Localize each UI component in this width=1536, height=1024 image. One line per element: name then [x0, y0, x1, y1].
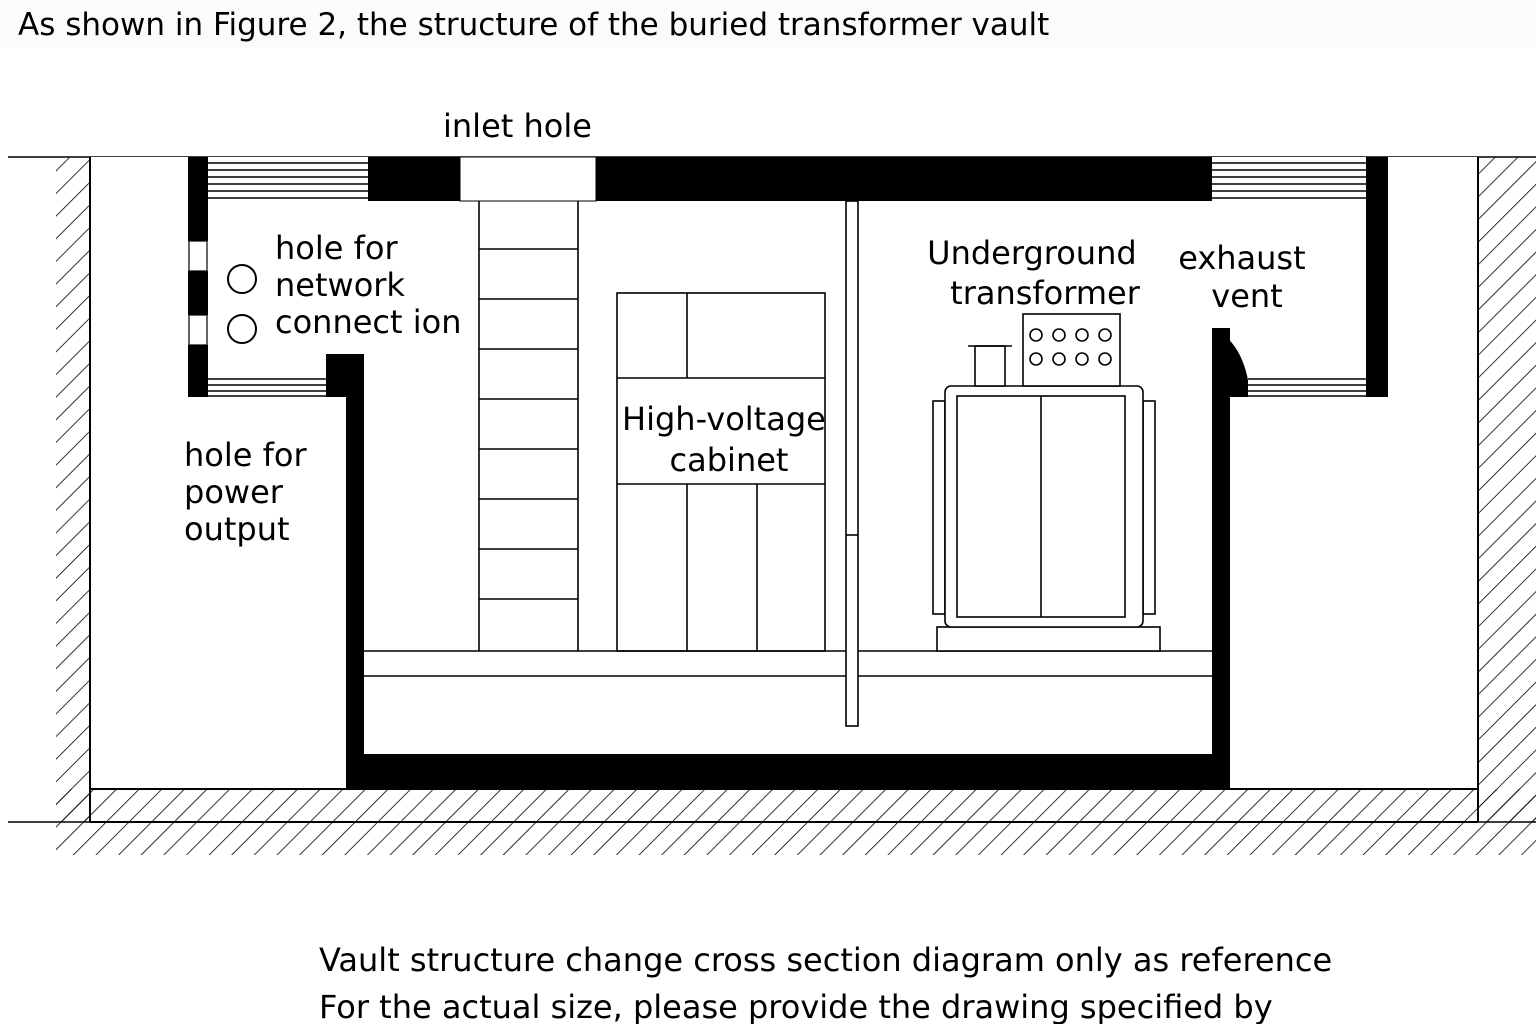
grille-right-top [1212, 162, 1366, 199]
vent-grilles [188, 162, 1366, 397]
power-hole-label: hole for power output [184, 436, 317, 548]
exhaust-deflector [1212, 328, 1248, 380]
inlet-hole [459, 156, 597, 202]
caption-line-2: For the actual size, please provide the … [319, 988, 1273, 1024]
left-wall-openings [188, 240, 208, 346]
header-bar [0, 0, 1536, 48]
roof-slab-main [596, 157, 1212, 201]
ground [8, 156, 1536, 855]
network-hole-icon [227, 264, 257, 294]
annex-left-wall-bottom [188, 345, 208, 397]
pit-interior [90, 157, 1478, 789]
annex-right-outer-wall [1366, 157, 1388, 397]
transformer-label: Underground transformer [927, 234, 1147, 312]
network-hole-icon [227, 314, 257, 344]
grille-left-bottom [208, 378, 326, 397]
header-text: As shown in Figure 2, the structure of t… [18, 7, 1049, 43]
main-left-wall [346, 354, 364, 790]
vault-walls [188, 157, 1388, 790]
vertical-pipe [845, 200, 859, 727]
annex-left-wall-top [188, 157, 208, 241]
high-voltage-cabinet [616, 292, 826, 652]
network-hole-label: hole for network connect ion [275, 229, 461, 341]
soil-hatch-left [56, 157, 90, 822]
transformer-icon [932, 313, 1161, 652]
roof-slab-left [368, 157, 460, 201]
caption-line-1: Vault structure change cross section dia… [319, 941, 1332, 979]
inlet-hole-label: inlet hole [443, 107, 592, 145]
soil-hatch-right [1478, 157, 1536, 822]
grille-left-top [208, 162, 368, 199]
floor-slab [346, 754, 1230, 790]
annex-right-floor-stub [1212, 380, 1248, 397]
exhaust-vent-label: exhaust vent [1178, 239, 1316, 315]
grille-right-bottom [1248, 378, 1366, 397]
annex-left-wall-mid [188, 271, 208, 315]
hv-cabinet-label: High-voltage cabinet [622, 400, 836, 479]
main-right-wall [1212, 328, 1230, 790]
access-ladder [478, 201, 579, 651]
